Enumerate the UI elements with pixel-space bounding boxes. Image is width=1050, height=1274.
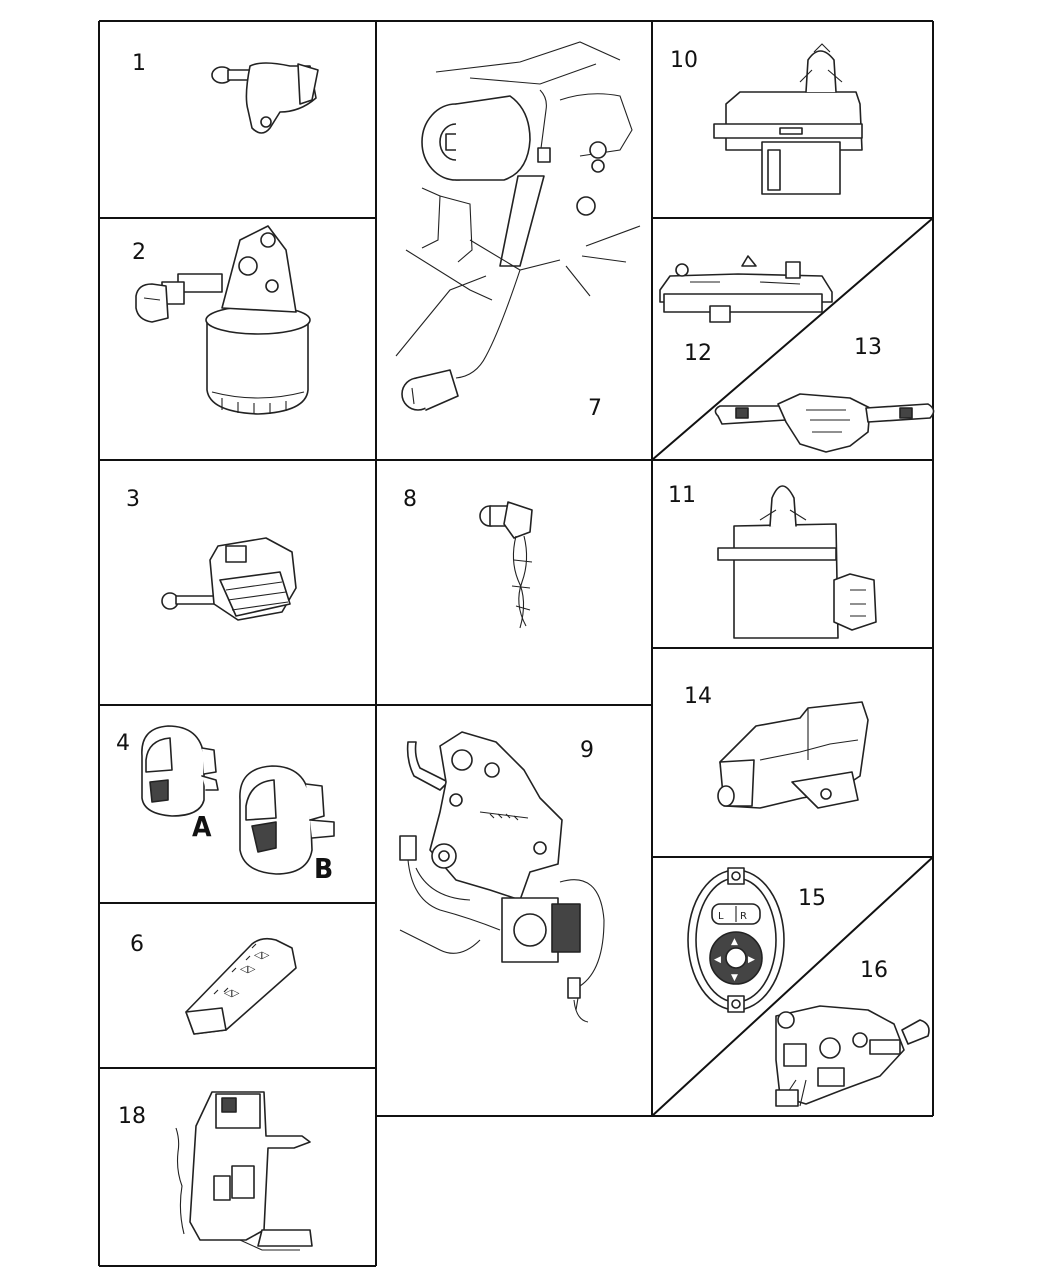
- callout-2: 2: [132, 240, 146, 265]
- part-6-illustration: ◁▷ ◁▷ ◁▷: [185, 937, 297, 1035]
- grid-frame: [98, 20, 934, 1267]
- svg-text:R: R: [740, 911, 747, 922]
- callout-6: 6: [130, 932, 144, 957]
- callout-11: 11: [668, 483, 696, 508]
- part-14-illustration: [717, 701, 869, 809]
- variant-b-label: B: [314, 852, 333, 885]
- callout-18: 18: [118, 1104, 146, 1129]
- part-4-illustration: [141, 725, 335, 875]
- part-12-illustration: [659, 255, 833, 323]
- callout-8: 8: [403, 487, 417, 512]
- callout-14: 14: [684, 684, 712, 709]
- part-16-illustration: [775, 1005, 930, 1107]
- callouts: 1 2 3 4 6 7 8 9 10 11 12 13 14 15 16 18 …: [116, 48, 888, 1129]
- svg-text:▶: ▶: [748, 955, 755, 965]
- callout-12: 12: [684, 341, 712, 366]
- svg-text:◁▷: ◁▷: [224, 988, 240, 999]
- callout-4: 4: [116, 731, 130, 756]
- svg-text:◁▷: ◁▷: [254, 950, 270, 961]
- svg-text:▼: ▼: [731, 973, 738, 983]
- part-18-illustration: [175, 1091, 313, 1251]
- part-15-illustration: L R ▲ ▼ ◀ ▶: [687, 867, 785, 1013]
- callout-10: 10: [670, 48, 698, 73]
- variant-a-label: A: [192, 810, 212, 843]
- svg-text:◀: ◀: [714, 955, 721, 965]
- part-7-illustration: [395, 41, 641, 411]
- callout-9: 9: [580, 738, 594, 763]
- part-11-illustration: [717, 485, 877, 639]
- part-2-illustration: [135, 225, 311, 415]
- svg-text:◁▷: ◁▷: [240, 964, 256, 975]
- callout-1: 1: [132, 51, 146, 76]
- callout-15: 15: [798, 886, 826, 911]
- callout-3: 3: [126, 487, 140, 512]
- svg-text:▲: ▲: [731, 937, 738, 947]
- callout-13: 13: [854, 335, 882, 360]
- svg-text:L: L: [718, 911, 724, 922]
- part-13-illustration: [714, 393, 935, 453]
- callout-16: 16: [860, 958, 888, 983]
- part-8-illustration: [479, 501, 533, 629]
- part-3-illustration: [161, 537, 297, 621]
- part-10-illustration: [713, 43, 863, 195]
- part-1-illustration: [211, 62, 319, 134]
- callout-7: 7: [588, 396, 602, 421]
- part-9-illustration: [399, 731, 605, 1023]
